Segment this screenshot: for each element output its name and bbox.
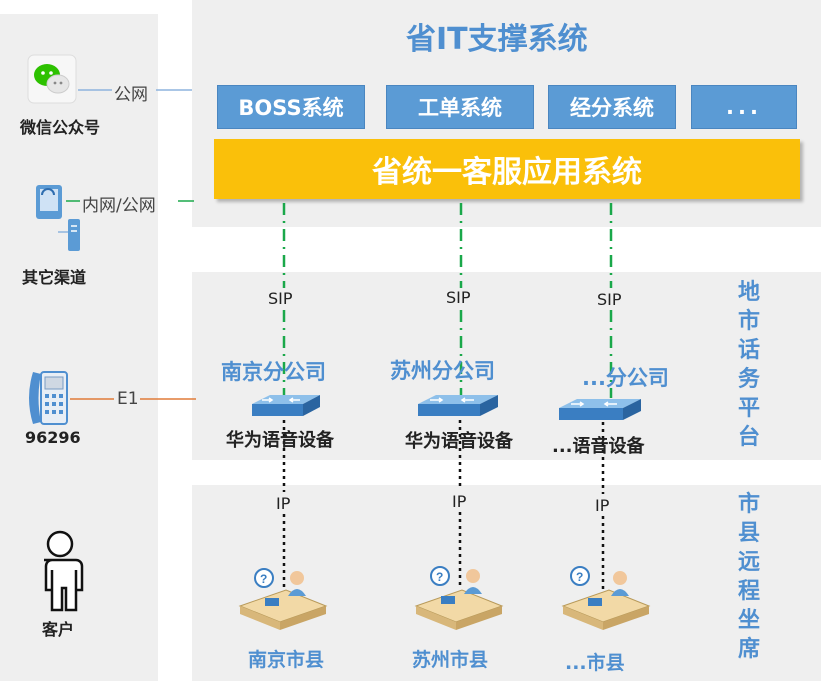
county-site-other: ...市县 [565,652,625,674]
system-box-boss[interactable]: BOSS系统 [217,85,365,129]
it-system-title: 省IT支撑系统 [406,22,588,57]
phone-number-label: 96296 [25,428,81,447]
sip-links [282,203,613,398]
branch-name-other: ...分公司 [582,366,669,390]
wechat-label: 微信公众号 [20,118,101,137]
device-label-suzhou: 华为语音设备 [405,431,513,452]
voice-device-icon-2 [418,395,498,416]
svg-text:?: ? [436,570,443,584]
city-platform-panel [192,272,821,460]
e1-link-label: E1 [117,389,139,409]
other-link-label: 内网/公网 [82,196,156,216]
device-label-other: ...语音设备 [552,436,645,457]
agent-workstation-icon-3: ? [561,566,651,630]
sip-label-3: SIP [597,290,622,309]
customer-person-icon [44,530,84,612]
wechat-link-label: 公网 [114,85,148,105]
phone-icon [29,371,68,425]
svg-text:?: ? [260,572,267,586]
system-box-more[interactable]: ... [691,85,797,129]
voice-device-icon-3 [559,399,641,420]
city-platform-title: 地市话务平台 [737,280,760,450]
device-label-nanjing: 华为语音设备 [226,430,334,451]
agent-workstation-icon-2: ? [414,566,504,630]
system-box-ticket[interactable]: 工单系统 [386,85,534,129]
ip-label-2: IP [452,492,467,511]
county-site-suzhou: 苏州市县 [412,649,489,671]
wechat-icon [27,54,77,104]
county-seats-title: 市县远程坐席 [737,492,760,662]
ip-label-3: IP [595,496,610,515]
svg-text:?: ? [576,570,583,584]
ip-label-1: IP [276,494,291,513]
sip-label-1: SIP [268,289,293,308]
other-channel-label: 其它渠道 [22,268,87,287]
voice-device-icon-1 [252,395,320,416]
sip-label-2: SIP [446,288,471,307]
devices-icon [36,185,80,251]
agent-workstation-icon-1: ? [238,568,328,630]
unified-customer-service-bar[interactable]: 省统一客服应用系统 [214,139,800,199]
system-box-analysis[interactable]: 经分系统 [548,85,676,129]
branch-name-suzhou: 苏州分公司 [390,359,495,383]
county-site-nanjing: 南京市县 [248,649,325,671]
branch-name-nanjing: 南京分公司 [221,360,326,384]
ip-links [282,420,605,590]
customer-label: 客户 [42,620,75,639]
